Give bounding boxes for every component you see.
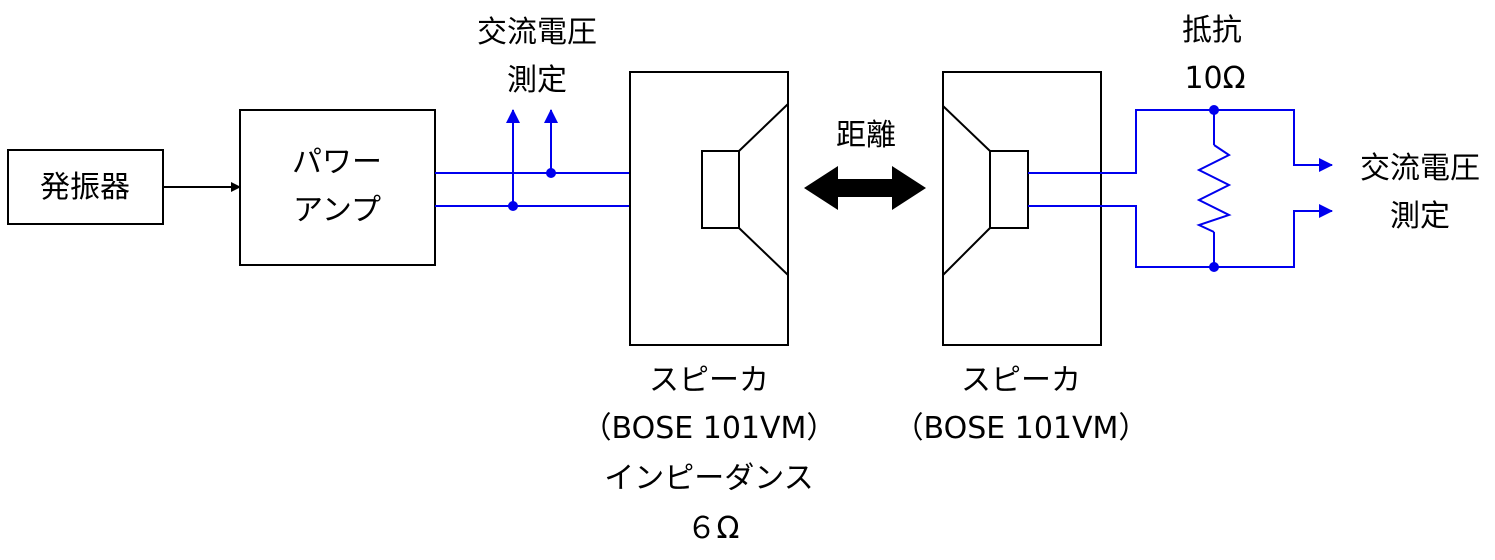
power-amp-label-line2: アンプ [293,193,381,228]
junction-dot [508,201,518,211]
ac-voltage-measure-right-line2: 測定 [1390,199,1450,234]
power-amp-box [239,109,436,266]
speaker-right-label-line1: スピーカ [961,363,1081,398]
oscillator-label: 発振器 [40,170,130,205]
power-amp-label-line1: パワー [292,145,382,180]
speaker-right [942,71,1102,346]
speaker-right-cone [942,227,991,276]
oscillator-box [7,149,164,225]
speaker-left-cone [738,227,789,276]
speaker-right-label-line2: （BOSE 101VM） [894,411,1149,446]
oscillator-block: 発振器 [7,149,164,225]
resistor-zigzag [1196,144,1232,233]
distance-arrow [804,166,926,210]
speaker-left-label-line4: ６Ω [687,511,740,546]
resistor-label-line2: 10Ω [1184,61,1245,96]
resistor-label-line1: 抵抗 [1182,13,1242,48]
junction-dot [1209,262,1219,272]
ac-voltage-measure-left-line2: 測定 [507,63,567,98]
speaker-right-cabinet [942,71,1102,346]
junction-dot [546,168,556,178]
speaker-right-cone [942,105,991,152]
speaker-left-magnet [701,150,740,229]
junction-dot [1209,105,1219,115]
distance-label: 距離 [836,118,896,153]
power-amp-block: パワー アンプ [239,109,436,266]
speaker-left [629,71,789,346]
speaker-left-label-line2: （BOSE 101VM） [582,411,837,446]
speaker-right-magnet [989,150,1029,229]
ac-voltage-measure-left-line1: 交流電圧 [477,15,597,50]
speaker-left-cabinet [629,71,789,346]
speaker-left-label-line1: スピーカ [649,363,769,398]
double-arrow-icon [804,166,926,210]
ac-voltage-measure-right-line1: 交流電圧 [1360,151,1480,186]
speaker-left-cone [738,103,789,152]
speaker-left-label-line3: インピーダンス [604,461,813,496]
